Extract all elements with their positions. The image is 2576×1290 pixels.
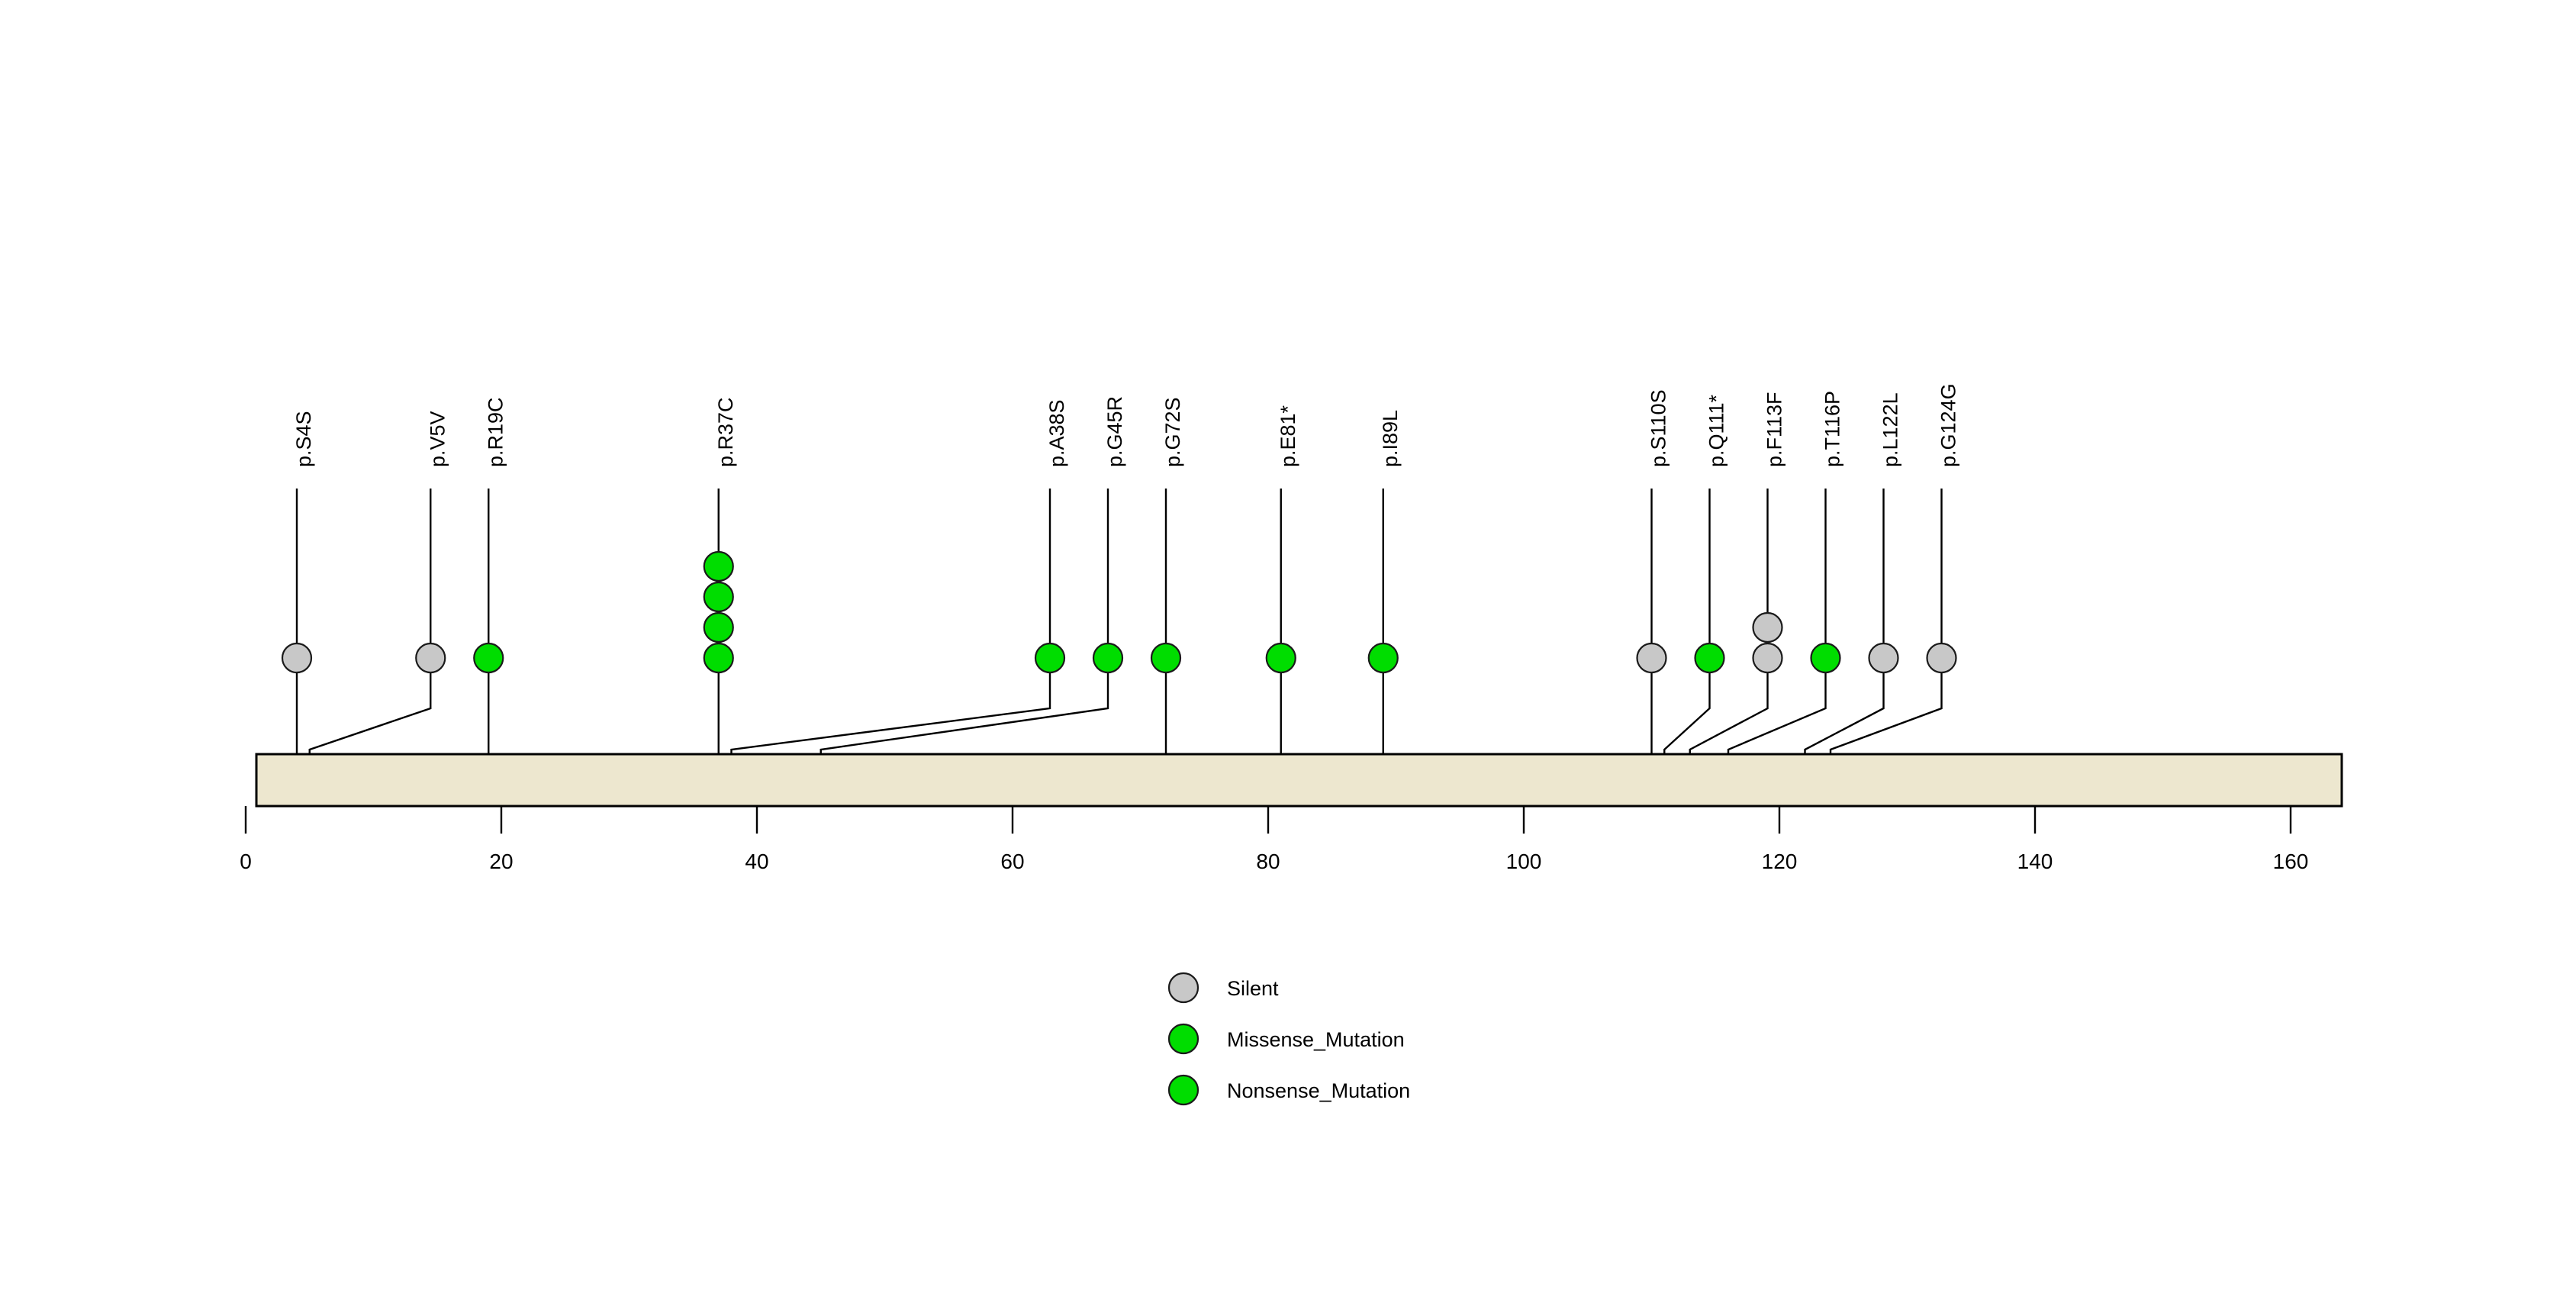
axis-tick-label: 120 <box>1762 850 1798 873</box>
mutation-markers-layer <box>281 550 1957 674</box>
mutation-label: p.G45R <box>1103 396 1126 467</box>
legend-marker <box>1167 1023 1199 1055</box>
mutation-label: p.I89L <box>1379 410 1402 467</box>
mutation-marker[interactable] <box>1636 642 1667 674</box>
mutation-label: p.V5V <box>426 411 449 467</box>
mutation-marker[interactable] <box>1034 642 1066 674</box>
mutation-marker[interactable] <box>703 550 734 582</box>
mutation-marker[interactable] <box>1810 642 1841 674</box>
legend-marker <box>1167 972 1199 1004</box>
axis-tick-label: 80 <box>1256 850 1280 873</box>
axis-tick-label: 60 <box>1000 850 1024 873</box>
mutation-marker[interactable] <box>1752 642 1783 674</box>
legend-marker <box>1167 1074 1199 1106</box>
legend-label: Missense_Mutation <box>1227 1028 1405 1051</box>
legend-label: Nonsense_Mutation <box>1227 1079 1410 1102</box>
mutation-marker[interactable] <box>1926 642 1957 674</box>
mutation-label: p.G72S <box>1161 397 1184 467</box>
mutation-label: p.G124G <box>1937 383 1960 467</box>
mutation-labels-layer: p.S4S p.V5V p.R19C p.R37C p.A38S p.G45R p.G72S… <box>292 383 1960 467</box>
axis-layer: 0 20 40 60 80 100 120 140 160 <box>240 805 2342 873</box>
mutation-marker[interactable] <box>703 581 734 613</box>
mutation-marker[interactable] <box>1752 611 1783 643</box>
axis-tick-label: 160 <box>2273 850 2309 873</box>
axis-tick-label: 0 <box>240 850 252 873</box>
mutation-label: p.S4S <box>292 411 315 467</box>
protein-bar-layer <box>255 753 2343 808</box>
mutation-label: p.E81* <box>1277 405 1299 467</box>
mutation-label: p.F113F <box>1763 392 1786 467</box>
mutation-marker[interactable] <box>415 642 446 674</box>
mutation-label: p.L122L <box>1879 392 1902 467</box>
mutation-label: p.R19C <box>484 397 507 467</box>
axis-tick-label: 20 <box>489 850 513 873</box>
mutation-marker[interactable] <box>1265 642 1296 674</box>
axis-tick-label: 40 <box>745 850 768 873</box>
mutation-marker[interactable] <box>473 642 504 674</box>
mutation-label: p.T116P <box>1821 391 1844 467</box>
mutation-marker[interactable] <box>1150 642 1182 674</box>
mutation-marker[interactable] <box>281 642 313 674</box>
mutation-label: p.Q111* <box>1705 394 1728 467</box>
mutation-marker[interactable] <box>1868 642 1899 674</box>
protein-backbone-bar <box>255 753 2343 808</box>
mutation-marker[interactable] <box>703 611 734 643</box>
mutation-marker[interactable] <box>1092 642 1124 674</box>
mutation-marker[interactable] <box>703 642 734 674</box>
axis-tick-label: 100 <box>1506 850 1542 873</box>
mutation-marker[interactable] <box>1694 642 1725 674</box>
axis-tick-label: 140 <box>2017 850 2053 873</box>
legend-label: Silent <box>1227 977 1279 1000</box>
mutation-label: p.S110S <box>1647 389 1670 467</box>
mutation-label: p.R37C <box>714 397 737 467</box>
mutation-marker[interactable] <box>1367 642 1399 674</box>
mutation-label: p.A38S <box>1045 399 1068 467</box>
